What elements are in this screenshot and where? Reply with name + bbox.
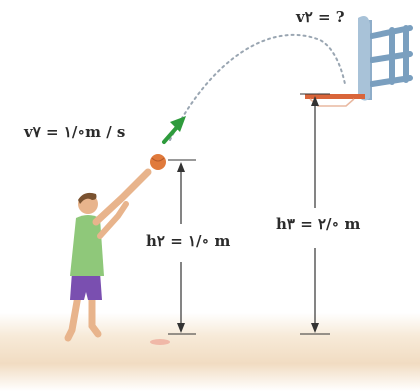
basketball-player — [64, 168, 152, 342]
height-h1-label: h١ = ٢/∘ m — [146, 232, 231, 250]
ball — [150, 154, 166, 170]
velocity-v2-label: v٢ = ? — [296, 8, 345, 26]
player-shorts — [70, 272, 102, 300]
height-h1-dimension — [168, 159, 196, 335]
ball-trajectory — [169, 34, 346, 141]
basketball-hoop — [305, 16, 413, 107]
height-h2-label: h٢ = ٣/∘ m — [276, 215, 361, 233]
velocity-v1-label: v١ = ٧/∘m / s — [24, 123, 126, 141]
player-shirt — [70, 215, 104, 276]
velocity-v1-arrow — [162, 116, 186, 144]
floor-mark — [150, 339, 170, 345]
hoop-rim — [305, 94, 365, 99]
height-h2-dimension — [300, 93, 330, 335]
